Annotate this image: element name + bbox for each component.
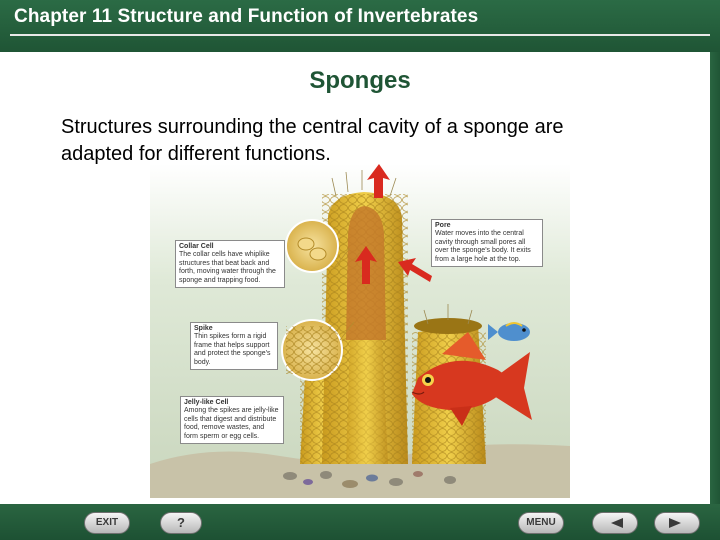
arrow-left-icon xyxy=(611,518,623,528)
collar-cell-callout-title: Collar Cell xyxy=(179,243,214,250)
header-divider xyxy=(10,34,710,36)
pore-callout-title: Pore xyxy=(435,222,451,229)
pore-callout: Pore Water moves into the central cavity… xyxy=(431,219,543,268)
spike-callout: Spike Thin spikes form a rigid frame tha… xyxy=(190,322,278,371)
spike-callout-text: Thin spikes form a rigid frame that help… xyxy=(194,333,271,366)
slide-title: Sponges xyxy=(309,67,411,94)
jelly-cell-callout-title: Jelly-like Cell xyxy=(184,399,229,406)
blue-fish xyxy=(488,322,530,341)
menu-button[interactable]: MENU xyxy=(518,512,564,534)
header-bar: Chapter 11 Structure and Function of Inv… xyxy=(0,0,720,52)
exit-button[interactable]: EXIT xyxy=(84,512,130,534)
spike-callout-title: Spike xyxy=(194,325,213,332)
help-button[interactable]: ? xyxy=(160,512,202,534)
collar-cell-callout: Collar Cell The collar cells have whipli… xyxy=(175,240,285,289)
previous-button[interactable] xyxy=(592,512,638,534)
collar-cell-callout-text: The collar cells have whiplike structure… xyxy=(179,251,276,284)
pebbles xyxy=(283,471,456,488)
arrow-right-icon xyxy=(669,518,681,528)
slide-body-text: Structures surrounding the central cavit… xyxy=(61,116,564,165)
jelly-cell-callout-text: Among the spikes are jelly-like cells th… xyxy=(184,407,279,440)
pore-callout-text: Water moves into the central cavity thro… xyxy=(435,230,531,263)
water-flow-arrows xyxy=(355,164,432,284)
next-button[interactable] xyxy=(654,512,700,534)
jelly-cell-callout: Jelly-like Cell Among the spikes are jel… xyxy=(180,396,284,445)
chapter-title: Chapter 11 Structure and Function of Inv… xyxy=(14,6,479,27)
sponge-illustration: Pore Water moves into the central cavity… xyxy=(150,164,570,498)
right-frame xyxy=(710,52,720,504)
red-fish xyxy=(411,332,532,426)
bottom-nav-bar: EXIT ? MENU xyxy=(0,504,720,540)
